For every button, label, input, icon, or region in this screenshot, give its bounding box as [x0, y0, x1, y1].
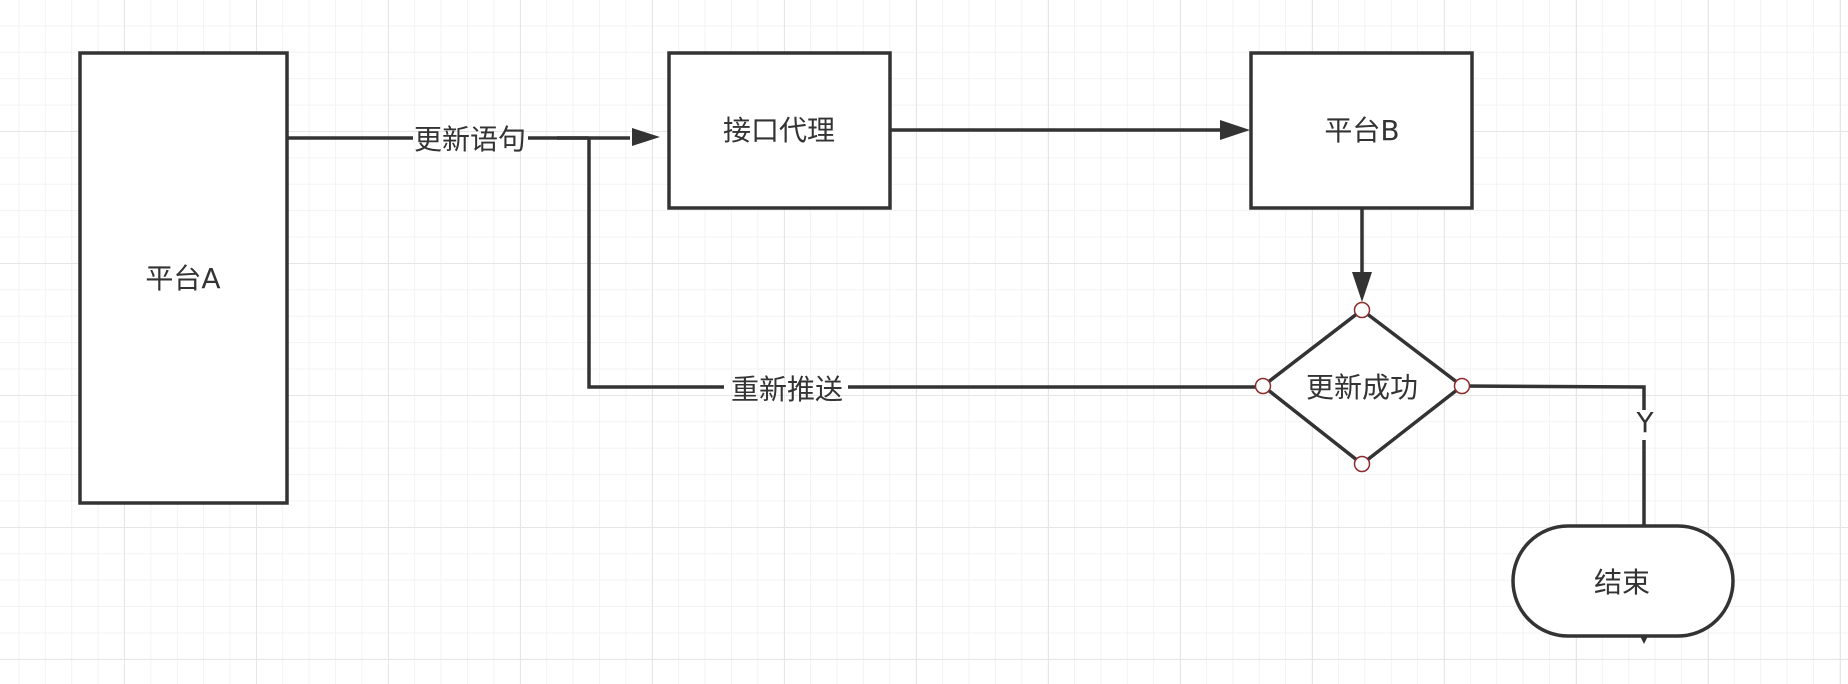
connection-point-right[interactable]: [1453, 377, 1471, 395]
node-platform-b[interactable]: 平台B: [1249, 51, 1474, 210]
node-platform-a[interactable]: 平台A: [78, 51, 289, 505]
node-end-terminator[interactable]: 结束: [1511, 524, 1735, 638]
arrowhead: [1352, 272, 1372, 302]
node-label: 接口代理: [723, 114, 835, 147]
edge-proxy-to-platform-b: [890, 120, 1250, 140]
edge-decision-yes-to-end: Y: [1460, 384, 1654, 644]
connection-point-left[interactable]: [1254, 377, 1272, 395]
node-label: 平台A: [145, 262, 220, 295]
node-label: 更新成功: [1306, 371, 1418, 404]
edge-label-yes: Y: [1635, 406, 1654, 439]
node-update-success-decision[interactable]: 更新成功: [1254, 301, 1471, 473]
arrowhead: [1220, 120, 1250, 140]
node-interface-proxy[interactable]: 接口代理: [667, 51, 892, 210]
edge-label-repush: 重新推送: [731, 373, 843, 406]
edge-platform-a-to-proxy: 更新语句: [288, 123, 660, 156]
node-label: 平台B: [1324, 114, 1399, 147]
arrowhead: [1640, 636, 1648, 644]
node-label: 结束: [1594, 566, 1650, 599]
edge-platform-b-to-decision: [1352, 208, 1372, 302]
connection-point-top[interactable]: [1353, 301, 1371, 319]
connection-point-bottom[interactable]: [1353, 455, 1371, 473]
edge-label-update-statement: 更新语句: [414, 123, 526, 156]
edge-decision-repush: 重新推送: [557, 136, 1262, 406]
arrowhead: [632, 128, 660, 146]
